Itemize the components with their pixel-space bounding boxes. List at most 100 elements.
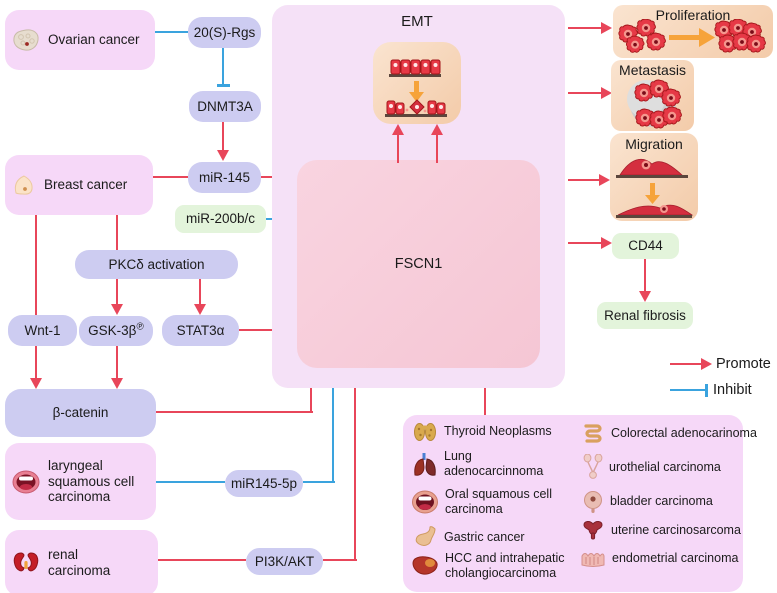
- arrowhead-pkcd-stat3a: [194, 304, 206, 315]
- renal-carcinoma-label: renal carcinoma: [48, 547, 111, 578]
- renal-fibrosis-label: Renal fibrosis: [604, 307, 686, 323]
- breast-cancer-node: Breast cancer: [5, 155, 153, 215]
- cancer-item: bladder carcinoma: [582, 488, 760, 514]
- uterus-icon: [583, 521, 603, 540]
- promote-line-cd44-renalfibrosis: [644, 259, 647, 292]
- ovarian-cancer-node: Ovarian cancer: [5, 10, 155, 70]
- oral-cavity-icon: [412, 490, 438, 514]
- cancer-item-label: endometrial carcinoma: [612, 550, 739, 565]
- laryngeal-scc-label: laryngeal squamous cell carcinoma: [48, 458, 135, 505]
- promote-line-fscn1-metastasis: [568, 92, 602, 95]
- cancer-item-label: HCC and intrahepatic cholangiocarcinoma: [445, 551, 565, 580]
- mir200bc-node: miR-200b/c: [175, 205, 266, 233]
- stomach-icon: [415, 526, 436, 546]
- beta-catenin-node: β-catenin: [5, 389, 156, 437]
- promote-line-pkcd-stat3a: [199, 279, 202, 304]
- mir200bc-label: miR-200b/c: [185, 211, 256, 227]
- proliferation-illustration: [618, 19, 766, 53]
- wnt1-label: Wnt-1: [24, 322, 61, 338]
- migration-label: Migration: [625, 136, 683, 152]
- colon-icon: [584, 424, 602, 443]
- arrowhead-gsk3b-bcatenin: [111, 378, 123, 389]
- dnmt3a-label: DNMT3A: [197, 98, 253, 114]
- promote-line-bcatenin-v: [310, 378, 313, 413]
- promote-line-bcatenin-h: [156, 411, 313, 414]
- metastasis-illustration: [627, 79, 682, 129]
- arrowhead-dnmt3a-mir145: [217, 150, 229, 161]
- legend-promote-line: [670, 363, 703, 366]
- stat3a-label: STAT3α: [176, 322, 225, 338]
- cancer-panel: [403, 415, 743, 592]
- cancer-item: urothelial carcinoma: [583, 454, 759, 480]
- promote-line-fscn1-emt-1: [397, 135, 400, 163]
- wnt1-node: Wnt-1: [8, 315, 77, 346]
- cancer-item-label: Thyroid Neoplasms: [444, 423, 552, 438]
- inhibit-line-laryngeal-mir1455p: [144, 481, 225, 484]
- laryngeal-scc-node: laryngeal squamous cell carcinoma: [5, 443, 156, 520]
- phospho-icon: ℗: [136, 321, 144, 333]
- promote-line-pi3k-h: [323, 559, 357, 562]
- bladder-icon: [584, 491, 602, 513]
- mir145-5p-label: miR145-5p: [230, 475, 298, 491]
- cancer-item: Oral squamous cell carcinoma: [411, 487, 555, 517]
- pi3k-akt-label: PI3K/AKT: [254, 553, 315, 569]
- cancer-item-label: Gastric cancer: [444, 529, 525, 544]
- line-breast-wnt1: [35, 207, 38, 315]
- mir145-label: miR-145: [198, 169, 250, 185]
- cancer-item-label: uterine carcinosarcoma: [611, 522, 741, 537]
- renal-fibrosis-node: Renal fibrosis: [597, 302, 693, 329]
- rgs-label: 20(S)-Rgs: [193, 24, 256, 40]
- cancer-item: Colorectal adenocarinoma: [581, 421, 767, 445]
- legend-inhibit-line: [670, 389, 707, 392]
- legend-inhibit-label: Inhibit: [713, 382, 752, 398]
- arrowhead-renalfibrosis: [639, 291, 651, 302]
- line-breast-pkcd: [116, 207, 119, 250]
- promote-line-wnt1-bcatenin: [35, 346, 38, 378]
- cancer-item: uterine carcinosarcoma: [581, 518, 761, 542]
- promote-line-fscn1-emt-2: [436, 135, 439, 163]
- legend-promote-label: Promote: [716, 356, 771, 372]
- promote-line-gsk3b-bcatenin: [116, 346, 119, 378]
- promote-line-fscn1-migration: [568, 179, 600, 182]
- thyroid-icon: [414, 423, 436, 441]
- cancer-item-label: urothelial carcinoma: [609, 459, 721, 474]
- pkcd-activation-label: PKCδ activation: [108, 256, 205, 272]
- lung-icon: [414, 453, 436, 476]
- promote-line-pkcd-gsk3b: [116, 279, 119, 304]
- renal-carcinoma-node: renal carcinoma: [5, 530, 158, 593]
- line-fscn1-cancer-panel: [484, 369, 487, 415]
- promote-line-pi3k-v: [354, 378, 357, 561]
- legend-promote-arrowhead: [701, 358, 712, 370]
- rgs-node: 20(S)-Rgs: [188, 17, 261, 48]
- arrowhead-cd44: [601, 237, 612, 249]
- inhibit-line-mir1455p-h: [303, 481, 335, 484]
- inhibit-tbar-dnmt3a: [217, 84, 230, 87]
- endometrium-icon: [581, 553, 605, 567]
- promote-line-breast-mir145: [141, 176, 188, 179]
- ovarian-cancer-label: Ovarian cancer: [48, 32, 140, 48]
- liver-icon: [412, 556, 438, 575]
- promote-line-stat3a-fscn1: [239, 329, 288, 332]
- promote-line-renal-pi3k: [146, 559, 246, 562]
- gsk3b-node: GSK-3β℗: [79, 316, 153, 346]
- promote-line-dnmt3a-mir145: [222, 122, 225, 151]
- kidneys-icon: [13, 552, 39, 572]
- cancer-item: Gastric cancer: [412, 525, 572, 549]
- beta-catenin-label: β-catenin: [52, 405, 109, 421]
- inhibit-line-rgs-dnmt3a: [222, 48, 225, 84]
- arrowhead-metastasis: [601, 87, 612, 99]
- mir145-node: miR-145: [188, 162, 261, 193]
- emt-label: EMT: [401, 13, 433, 30]
- arrowhead-pkcd-gsk3b: [111, 304, 123, 315]
- arrowhead-fscn1-emt-1: [392, 124, 404, 135]
- cancer-item: endometrial carcinoma: [580, 548, 762, 568]
- cd44-label: CD44: [628, 238, 663, 254]
- breast-cancer-label: Breast cancer: [44, 177, 128, 193]
- emt-illustration: [385, 59, 447, 117]
- cancer-item-label: Oral squamous cell carcinoma: [445, 487, 552, 516]
- fscn1-label: FSCN1: [394, 256, 443, 272]
- cancer-item-label: bladder carcinoma: [610, 493, 713, 508]
- promote-line-fscn1-proliferation: [568, 27, 602, 30]
- arrowhead-proliferation: [601, 22, 612, 34]
